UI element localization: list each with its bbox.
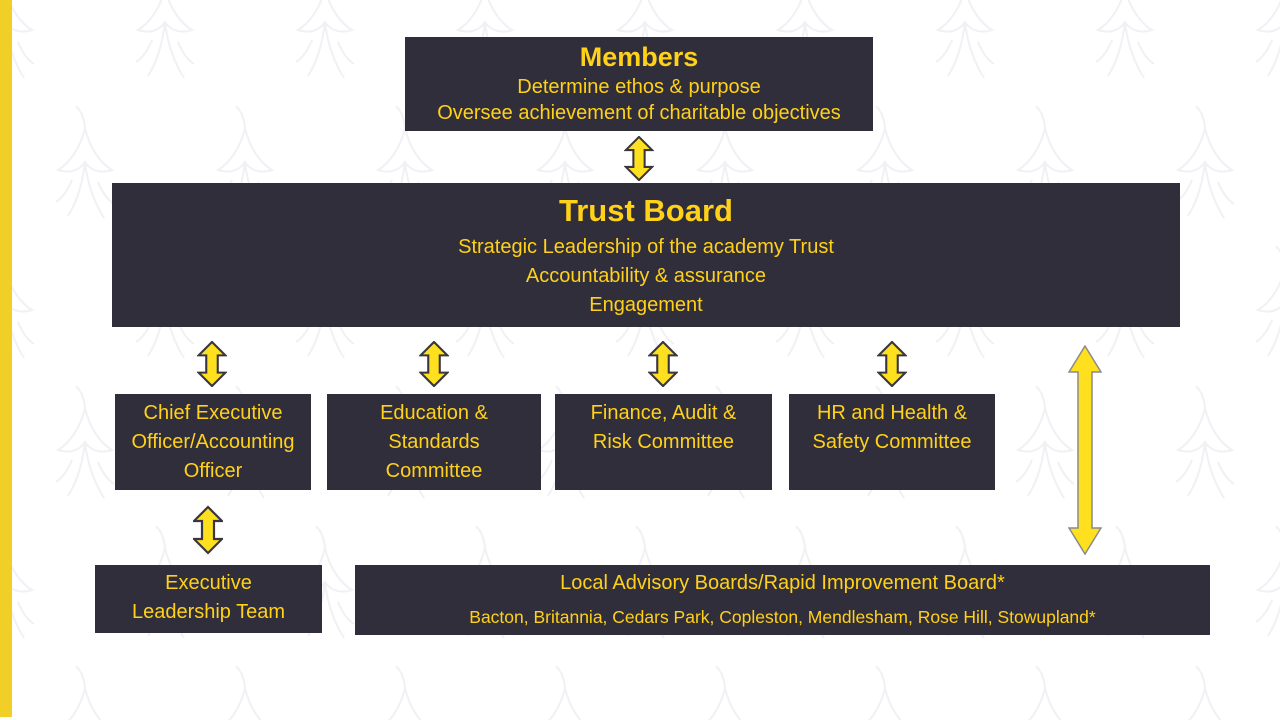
finance-audit-risk-committee-box: Finance, Audit & Risk Committee [555, 394, 772, 490]
box-line: Officer [183, 460, 243, 482]
box-line: Standards [388, 431, 480, 453]
trust-board-box: Trust Board Strategic Leadership of the … [112, 183, 1180, 327]
connector-trustboard-education [419, 341, 449, 387]
trust-board-line: Strategic Leadership of the academy Trus… [458, 236, 834, 258]
double-arrow-icon [624, 136, 654, 181]
education-standards-committee-box: Education & Standards Committee [327, 394, 541, 490]
left-accent-bar [0, 0, 12, 717]
trust-board-line: Accountability & assurance [525, 265, 767, 287]
box-line: Finance, Audit & [590, 402, 737, 424]
double-arrow-icon [1068, 345, 1102, 555]
box-line: Officer/Accounting [131, 431, 295, 453]
members-box: Members Determine ethos & purpose Overse… [405, 37, 873, 131]
trust-board-title: Trust Board [559, 193, 733, 228]
connector-trustboard-local-advisory-boards [1068, 345, 1102, 555]
connector-members-trustboard [624, 136, 654, 181]
box-line: Risk Committee [592, 431, 735, 453]
connector-trustboard-ceo [197, 341, 227, 387]
chief-executive-officer-box: Chief Executive Officer/Accounting Offic… [115, 394, 311, 490]
box-line: Chief Executive [143, 402, 283, 424]
members-title: Members [579, 42, 699, 72]
box-line: Education & [380, 402, 488, 424]
box-line: Committee [385, 460, 483, 482]
double-arrow-icon [419, 341, 449, 387]
trust-board-line: Engagement [589, 294, 703, 316]
members-line: Determine ethos & purpose [517, 76, 761, 98]
box-line: Executive [165, 572, 252, 594]
hr-health-safety-committee-box: HR and Health & Safety Committee [789, 394, 995, 490]
box-line: Safety Committee [812, 431, 972, 453]
executive-leadership-team-box: Executive Leadership Team [95, 565, 322, 633]
local-advisory-boards-title: Local Advisory Boards/Rapid Improvement … [560, 572, 1005, 594]
local-advisory-boards-box: Local Advisory Boards/Rapid Improvement … [355, 565, 1210, 635]
connector-trustboard-finance [648, 341, 678, 387]
connector-trustboard-hr [877, 341, 907, 387]
members-line: Oversee achievement of charitable object… [437, 102, 841, 124]
double-arrow-icon [197, 341, 227, 387]
box-line: Leadership Team [131, 601, 286, 623]
connector-ceo-executive-leadership [193, 505, 223, 555]
box-line: HR and Health & [816, 402, 968, 424]
local-advisory-boards-schools: Bacton, Britannia, Cedars Park, Coplesto… [469, 607, 1096, 627]
double-arrow-icon [877, 341, 907, 387]
double-arrow-icon [193, 505, 223, 555]
double-arrow-icon [648, 341, 678, 387]
